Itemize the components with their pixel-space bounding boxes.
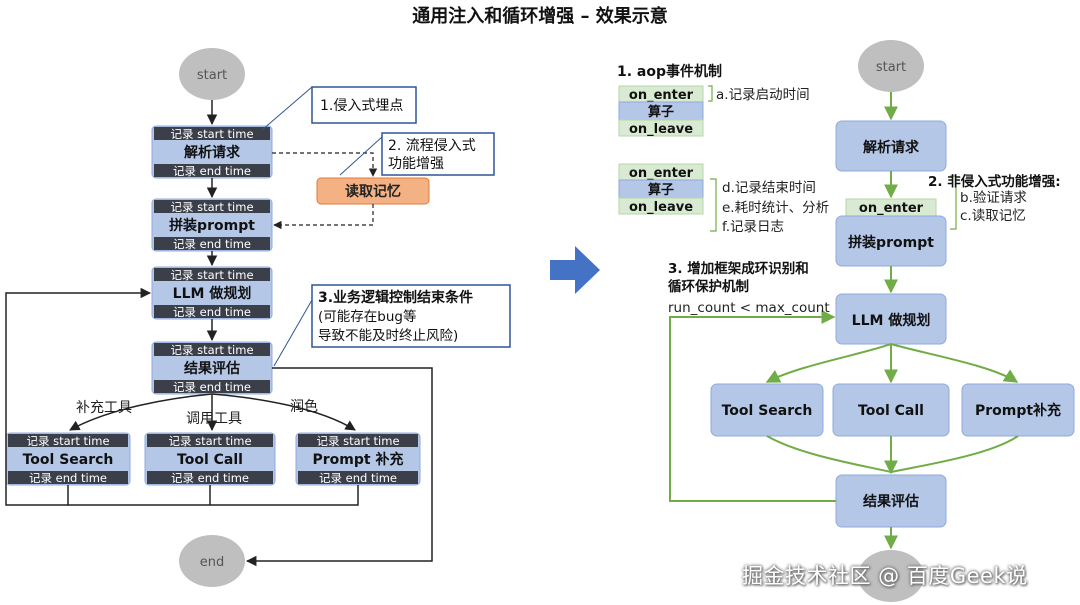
left-node-assemble: 记录 start time 拼装prompt 记录 end time <box>151 198 273 252</box>
left-node-memory: 读取记忆 <box>316 177 430 205</box>
right-assemble-label: 拼装prompt <box>848 234 934 251</box>
watermark: 掘金技术社区 @ 百度Geek说 <box>742 564 1028 588</box>
callout-2: 2. 流程侵入式 功能增强 <box>339 132 495 176</box>
left-toolcall-label: Tool Call <box>177 452 243 468</box>
left-eval-bar-end: 记录 end time <box>173 380 251 394</box>
right-noninvasive-heading: 2. 非侵入式功能增强: <box>928 173 1061 190</box>
right-note-c: c.读取记忆 <box>960 208 1026 224</box>
right-toolcall-label: Tool Call <box>858 403 924 419</box>
right-loop-heading-line1: 3. 增加框架成环识别和 <box>668 260 809 277</box>
aop1-onleave: on_leave <box>629 122 693 137</box>
left-eval-bar-start: 记录 start time <box>170 343 253 357</box>
aop-heading: 1. aop事件机制 <box>617 63 722 80</box>
left-node-tool-search: 记录 start time Tool Search 记录 end time <box>5 432 131 486</box>
right-diagram: start 解析请求 on_enter 拼装prompt 2. 非侵入式功能增强… <box>617 40 1075 602</box>
callout-2-text-line2: 功能增强 <box>388 156 444 172</box>
edge-eval-end <box>245 367 433 567</box>
left-toolcall-bar-start: 记录 start time <box>168 434 251 448</box>
right-end-node <box>858 550 924 602</box>
right-loop-heading-line2: 循环保护机制 <box>668 278 749 295</box>
edge-eval-promptfill <box>211 393 356 431</box>
aop-group-2: on_enter 算子 on_leave d.记录结束时间 e.耗时统计、分析 … <box>618 163 829 235</box>
right-start-label: start <box>876 60 906 75</box>
callout-2-text-line1: 2. 流程侵入式 <box>388 137 476 154</box>
aop-note-a: a.记录启动时间 <box>716 87 810 103</box>
left-node-eval: 记录 start time 结果评估 记录 end time <box>151 341 273 395</box>
edge-loop-back-plan <box>5 287 152 506</box>
left-plan-bar-start: 记录 start time <box>170 268 253 282</box>
edge-right-promptfill-eval <box>890 435 1019 473</box>
left-parse-bar-start: 记录 start time <box>170 127 253 141</box>
left-parse-bar-end: 记录 end time <box>173 164 251 178</box>
edge-eval-toolsearch <box>69 393 213 431</box>
right-loop-condition: run_count < max_count <box>668 300 830 316</box>
aop2-operator: 算子 <box>648 182 674 198</box>
left-toolsearch-bar-end: 记录 end time <box>29 471 107 485</box>
callout-3-text-line2: (可能存在bug等 <box>318 308 416 325</box>
left-toolcall-bar-end: 记录 end time <box>171 471 249 485</box>
callout-3: 3.业务逻辑控制结束条件 (可能存在bug等 导致不能及时终止风险) <box>273 284 511 367</box>
right-eval-label: 结果评估 <box>863 493 919 510</box>
left-node-parse: 记录 start time 解析请求 记录 end time <box>151 125 273 179</box>
right-onenter-assemble-label: on_enter <box>859 201 924 216</box>
right-noninvasive-bracket <box>950 175 957 230</box>
aop-note-f: f.记录日志 <box>722 219 784 235</box>
left-assemble-bar-end: 记录 end time <box>173 237 251 251</box>
left-memory-label: 读取记忆 <box>345 183 401 200</box>
right-parse-label: 解析请求 <box>863 139 920 156</box>
aop1-onenter: on_enter <box>629 88 694 103</box>
left-plan-label: LLM 做规划 <box>173 285 252 302</box>
edge-right-plan-promptfill <box>890 343 1019 383</box>
right-promptfill-label: Prompt补充 <box>975 402 1061 419</box>
left-promptfill-label: Prompt 补充 <box>313 451 404 468</box>
edge-label-polish: 润色 <box>290 398 318 415</box>
right-plan-label: LLM 做规划 <box>852 312 931 329</box>
left-end-label: end <box>200 555 225 570</box>
left-assemble-label: 拼装prompt <box>169 217 255 234</box>
edge-right-toolsearch-eval <box>766 435 892 473</box>
left-eval-label: 结果评估 <box>184 360 240 377</box>
callout-1: 1.侵入式埋点 <box>261 86 417 131</box>
right-note-b: b.验证请求 <box>960 190 1027 206</box>
aop1-operator: 算子 <box>648 104 674 120</box>
right-start-node <box>858 40 924 92</box>
left-start-label: start <box>197 68 227 83</box>
edge-right-loop-back <box>669 310 836 502</box>
edge-label-call-tool: 调用工具 <box>186 411 242 427</box>
left-diagram: start 记录 start time 解析请求 记录 end time 记录 … <box>5 48 511 587</box>
left-toolsearch-label: Tool Search <box>23 452 114 468</box>
diagram-title: 通用注入和循环增强 – 效果示意 <box>412 5 668 27</box>
aop-note-d: d.记录结束时间 <box>722 180 816 196</box>
left-node-plan: 记录 start time LLM 做规划 记录 end time <box>151 266 273 320</box>
edge-right-plan-toolsearch <box>765 343 892 383</box>
left-end-node <box>179 535 245 587</box>
callout-3-text-line3: 导致不能及时终止风险) <box>318 328 458 344</box>
edge-label-supplement-tool: 补充工具 <box>76 400 132 416</box>
callout-1-text: 1.侵入式埋点 <box>320 97 403 114</box>
aop2-onenter: on_enter <box>629 166 694 181</box>
left-parse-label: 解析请求 <box>184 144 241 161</box>
left-promptfill-bar-start: 记录 start time <box>316 434 399 448</box>
transition-arrow <box>550 246 600 294</box>
edge-tools-join <box>67 485 359 506</box>
left-plan-bar-end: 记录 end time <box>173 305 251 319</box>
left-assemble-bar-start: 记录 start time <box>170 200 253 214</box>
right-toolsearch-label: Tool Search <box>722 403 813 419</box>
edge-memory-assemble <box>273 204 374 230</box>
callout-3-text-line1: 3.业务逻辑控制结束条件 <box>318 289 473 306</box>
left-node-prompt-fill: 记录 start time Prompt 补充 记录 end time <box>295 432 421 486</box>
aop2-onleave: on_leave <box>629 200 693 215</box>
left-node-tool-call: 记录 start time Tool Call 记录 end time <box>144 432 276 486</box>
left-start-node <box>179 48 245 100</box>
aop-group-1: on_enter 算子 on_leave a.记录启动时间 <box>618 85 810 137</box>
left-promptfill-bar-end: 记录 end time <box>319 471 397 485</box>
edge-parse-memory <box>272 152 378 177</box>
left-toolsearch-bar-start: 记录 start time <box>26 434 109 448</box>
aop-note-e: e.耗时统计、分析 <box>722 200 829 216</box>
